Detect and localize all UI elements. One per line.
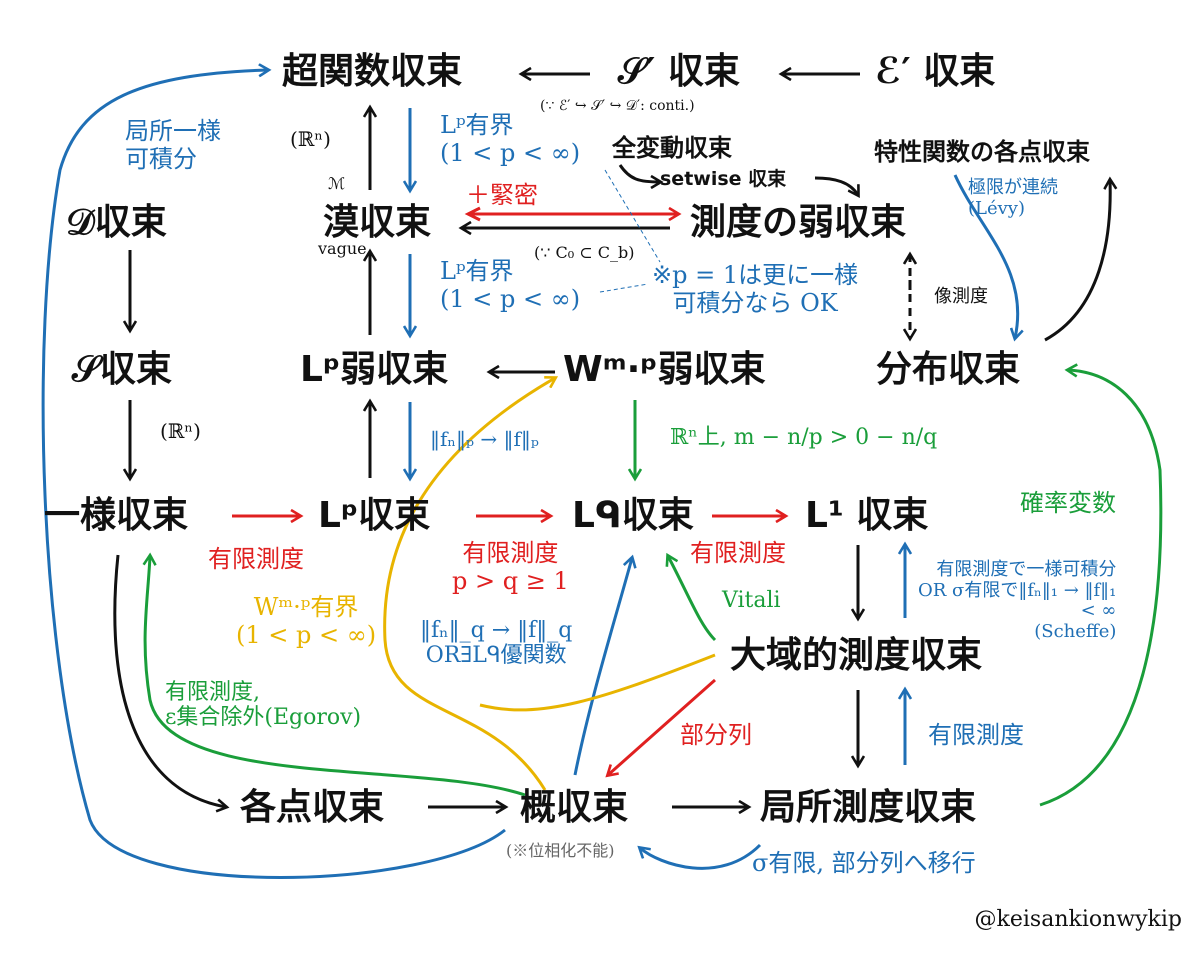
label-p1-note: ※p = 1は更に一様 可積分なら OK: [652, 261, 859, 317]
node-eprime-conv: ℰ′ 収束: [875, 51, 996, 92]
node-pointwise-conv: 各点収束: [240, 787, 385, 828]
label-tight: ＋緊密: [466, 181, 538, 209]
label-not-topologizable: (※位相化不能): [506, 841, 615, 860]
label-sobolev-cond: ℝⁿ上, m − n/p > 0 − n/q: [670, 425, 938, 450]
arrow-local-to-ae: [640, 843, 762, 870]
node-local-measure-conv: 局所測度収束: [760, 787, 977, 828]
label-Lp-bounded-2: Lᵖ有界 (1 < p < ∞): [440, 257, 581, 313]
arrow-distlaw-to-charfunc: [1044, 180, 1110, 342]
node-Wmp-weak-conv: Wᵐ·ᵖ弱収束: [563, 349, 766, 390]
node-vague-conv: 漠収束: [323, 202, 432, 243]
arrow-totalvar-to-setwise: [618, 164, 660, 182]
label-local-uniform-integrable: 局所一様 可積分: [125, 117, 221, 173]
label-Cb-note: (∵ C₀ ⊂ C_b): [534, 243, 635, 262]
arrow-ae-to-Wmp-yellow: [383, 378, 555, 791]
node-Lp-weak-conv: Lᵖ弱収束: [300, 349, 449, 390]
node-sprime-conv: 𝒮′ 収束: [618, 51, 740, 92]
author-handle: @keisankionwykip: [974, 907, 1182, 932]
label-finite-measure-2: 有限測度 p > q ≥ 1: [452, 539, 569, 595]
arrow-charfunc-to-distlaw: [953, 174, 1018, 338]
label-norm-conv-q: ‖fₙ‖_q → ‖f‖_q OR∃Lᑫ優関数: [420, 618, 573, 669]
label-finite-measure-1: 有限測度: [208, 545, 304, 573]
label-vague: vague: [318, 239, 367, 258]
label-limit-continuous: 極限が連続 (Lévy): [968, 177, 1058, 219]
label-finite-measure-4: 有限測度: [928, 721, 1024, 749]
node-weak-measure-conv: 測度の弱収束: [690, 202, 907, 243]
label-random-variable: 確率変数: [1020, 489, 1116, 517]
arrow-ae-to-distribution-long: [41, 70, 506, 879]
arrow-uniform-to-pointwise: [113, 554, 226, 807]
arrow-ae-to-uniform-egorov: [145, 556, 526, 797]
label-vitali: Vitali: [722, 588, 781, 613]
label-l1-cond: 有限測度で一様可積分 OR σ有限で‖fₙ‖₁ → ‖f‖₁ < ∞ (Sche…: [918, 559, 1117, 643]
arrow-global-to-Lq-vitali: [668, 556, 717, 642]
node-Lp-conv: Lᵖ収束: [318, 495, 431, 536]
node-S-conv: 𝒮収束: [72, 349, 172, 390]
arrow-setwise-to-weak: [814, 176, 858, 195]
node-total-variation-conv: 全変動収束: [612, 134, 732, 162]
arrow-global-to-yellow: [479, 653, 716, 712]
arrow-global-to-ae: [608, 678, 716, 775]
node-global-measure-conv: 大域的測度収束: [730, 635, 983, 676]
label-Lp-bounded-1: Lᵖ有界 (1 < p < ∞): [440, 111, 581, 167]
node-Lq-conv: Lᑫ収束: [572, 495, 694, 536]
node-uniform-conv: 一様収束: [44, 495, 189, 536]
label-wmp-bounded: Wᵐ·ᵖ有界 (1 < p < ∞): [236, 593, 377, 649]
node-D-conv: 𝒟収束: [66, 202, 167, 243]
label-norm-conv-p: ‖fₙ‖ₚ → ‖f‖ₚ: [430, 427, 539, 451]
node-distribution-law-conv: 分布収束: [876, 349, 1021, 390]
label-finite-measure-3: 有限測度: [690, 539, 786, 567]
node-distribution-conv: 超関数収束: [282, 51, 463, 92]
label-M: ℳ: [328, 174, 346, 193]
label-Rn-1: (ℝⁿ): [290, 127, 331, 151]
label-sigma-finite: σ有限, 部分列へ移行: [752, 849, 976, 877]
label-subsequence: 部分列: [680, 721, 752, 749]
node-ae-conv: 概収束: [520, 787, 629, 828]
label-conti-note: (∵ ℰ′ ↪ 𝒮′ ↪ 𝒟′: conti.): [540, 98, 695, 114]
node-char-func-pointwise: 特性関数の各点収束: [874, 138, 1090, 166]
label-Rn-2: (ℝⁿ): [160, 419, 201, 443]
node-setwise-conv: setwise 収束: [660, 168, 787, 190]
arrow-ae-to-Lq: [573, 558, 632, 776]
arrow-local-to-distlaw: [1039, 370, 1163, 807]
label-image-measure: 像測度: [934, 286, 988, 307]
label-egorov: 有限測度, ε集合除外(Egorov): [165, 680, 362, 731]
node-L1-conv: L¹ 収束: [805, 495, 929, 536]
